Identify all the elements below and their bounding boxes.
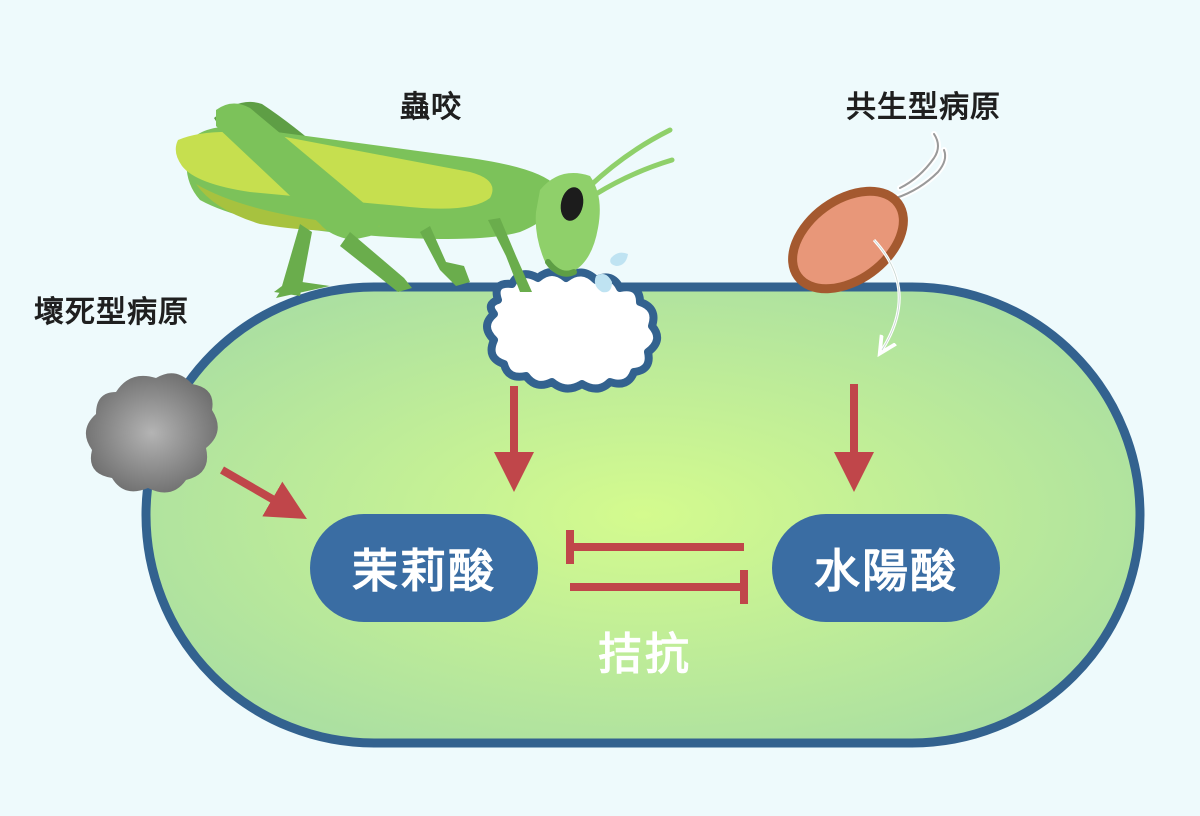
insect-bite-label: 蟲咬	[400, 90, 462, 125]
salicylic-acid-node: 水陽酸	[772, 514, 1000, 622]
arrow-necrotroph-to-ja	[220, 466, 307, 519]
jasmonic-acid-node: 茉莉酸	[310, 514, 538, 622]
antagonism-inhibition	[566, 530, 748, 604]
salicylic-acid-label: 水陽酸	[814, 544, 958, 598]
droplet-icon	[594, 252, 628, 293]
grasshopper-icon	[175, 101, 675, 298]
jasmonic-acid-label: 茉莉酸	[352, 544, 496, 598]
bacterium-icon	[788, 131, 949, 294]
wound-icon	[483, 268, 662, 393]
plant-cell	[141, 282, 1145, 748]
necrotrophic-pathogen-label: 壞死型病原	[34, 295, 189, 330]
antagonism-label: 拮抗	[598, 629, 692, 680]
biotrophic-pathogen-label: 共生型病原	[846, 90, 1001, 125]
necrotroph-blob-icon	[85, 373, 218, 493]
